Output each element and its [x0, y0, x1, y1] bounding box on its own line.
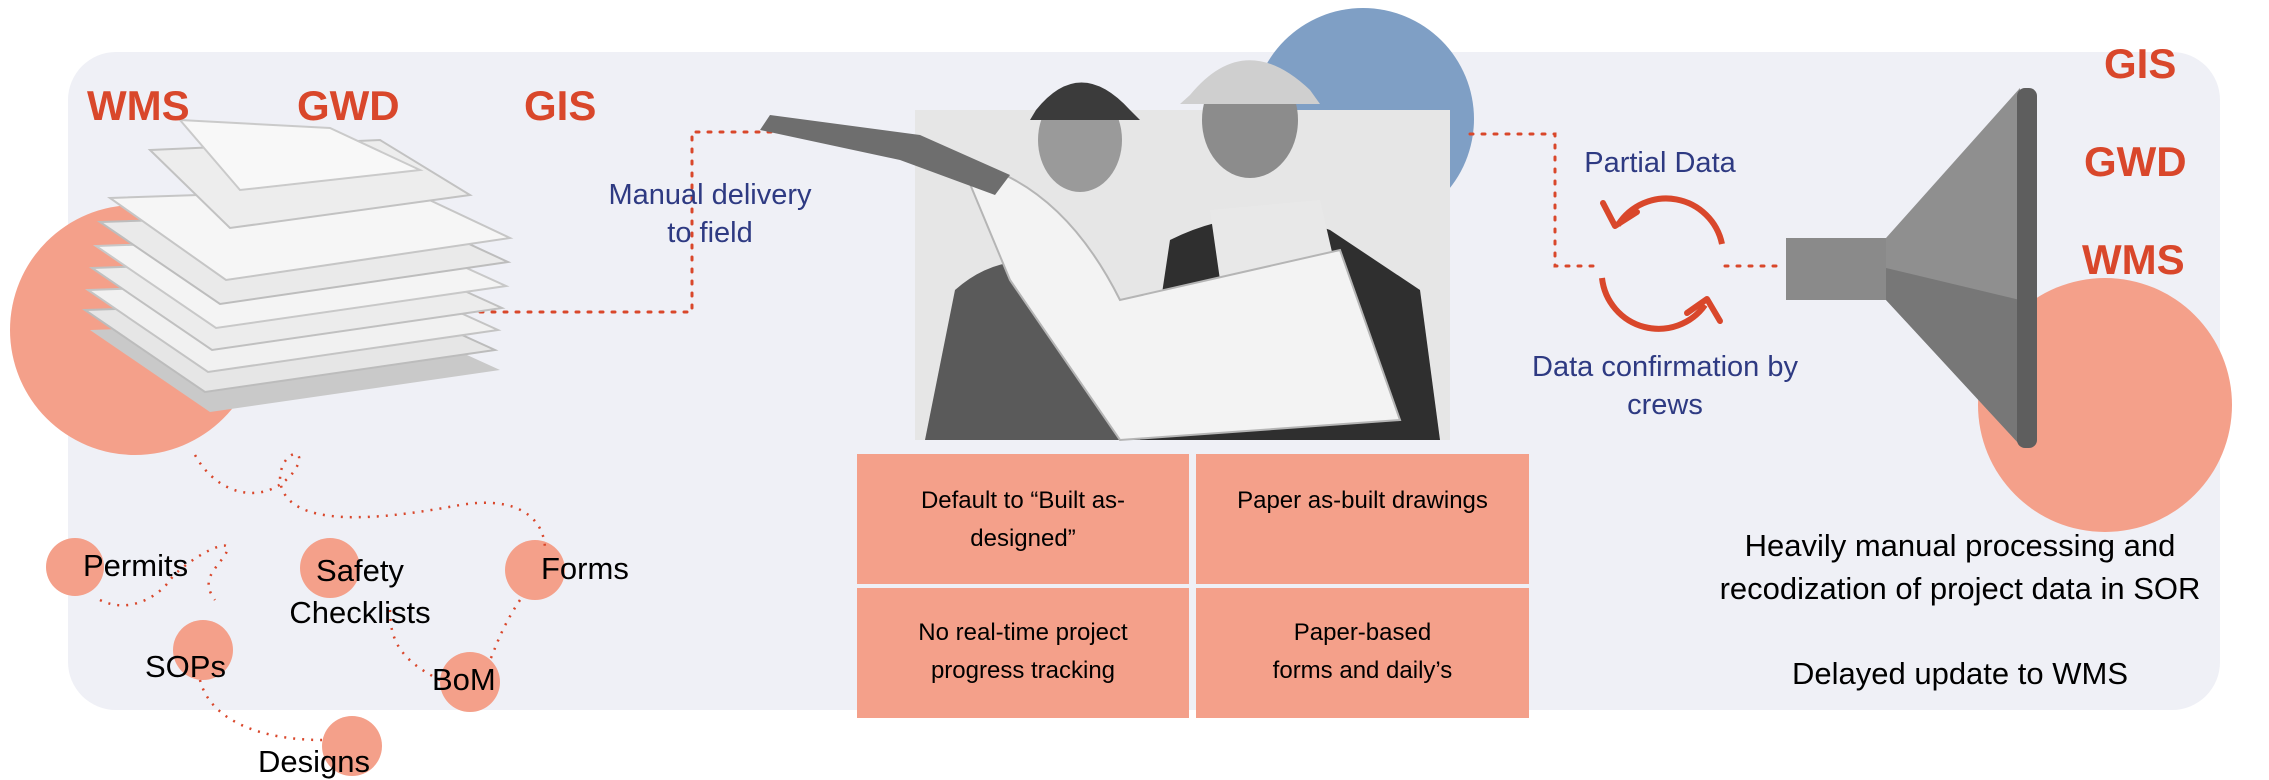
return-connector: [1468, 132, 1602, 268]
sops-designs-link: [198, 679, 323, 742]
left-system-gis: GIS: [524, 82, 597, 129]
issue-box-paper-forms: Paper-based forms and daily’s: [1196, 588, 1529, 718]
left-system-gwd: GWD: [297, 82, 400, 129]
funnel-icon: [1786, 88, 2037, 448]
left-system-wms: WMS: [87, 82, 190, 129]
right-system-gis: GIS: [2104, 40, 2177, 87]
delivery-connector: [478, 130, 802, 314]
outcome-manual-processing: Heavily manual processing and recodizati…: [1719, 528, 2201, 606]
forms-dot: [505, 540, 565, 600]
designs-dot: [322, 716, 382, 776]
refresh-cycle-icon: [1599, 195, 1725, 332]
workers-photo: [760, 60, 1450, 442]
document-links: [193, 452, 547, 551]
partial-data-label: Partial Data: [1584, 147, 1736, 179]
forms-bom-link: [488, 599, 522, 661]
bom-dot: [440, 652, 500, 712]
forms-label: Forms: [541, 551, 629, 586]
issue-text-1: Default to “Built as- designed”: [920, 487, 1126, 552]
right-system-wms: WMS: [2082, 236, 2185, 283]
right-system-gwd: GWD: [2084, 138, 2187, 185]
outcome-delayed-update: Delayed update to WMS: [1791, 656, 2128, 691]
safety-checklists-label: Safety Checklists: [289, 553, 431, 630]
manual-delivery-label: Manual delivery to field: [608, 179, 812, 249]
sops-label: SOPs: [145, 649, 226, 684]
issue-text-4: Paper-based forms and daily’s: [1272, 619, 1453, 684]
issue-box-no-tracking: No real-time project progress tracking: [857, 588, 1189, 718]
safety-dot: [300, 538, 360, 598]
issue-box-paper-drawings: Paper as-built drawings: [1196, 454, 1529, 584]
permits-dot: [46, 538, 104, 596]
data-confirmation-label: Data confirmation by crews: [1532, 351, 1798, 421]
permits-label: Permits: [83, 548, 189, 583]
permits-link: [99, 544, 229, 607]
designs-label: Designs: [258, 744, 370, 779]
issue-box-built-as-designed: Default to “Built as- designed”: [857, 454, 1189, 584]
bom-label: BoM: [432, 662, 496, 697]
issue-text-2: Paper as-built drawings: [1237, 487, 1488, 514]
sops-dot: [173, 620, 233, 680]
document-stack-image: [81, 118, 514, 412]
issue-text-3: No real-time project progress tracking: [918, 619, 1128, 684]
